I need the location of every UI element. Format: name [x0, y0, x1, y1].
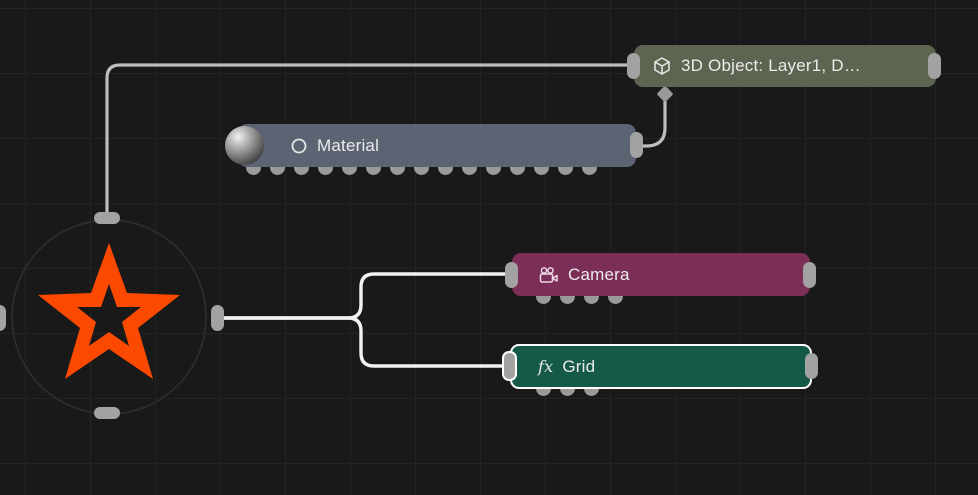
logo-port-top[interactable]	[94, 212, 120, 224]
fx-icon: fx	[538, 357, 554, 376]
node-label: 3D Object: Layer1, D…	[681, 56, 861, 75]
node-label: Camera	[568, 264, 630, 284]
node-3d-object[interactable]: 3D Object: Layer1, D…	[634, 45, 936, 87]
wire-logo-to-grid[interactable]	[222, 316, 508, 368]
material-output-port[interactable]	[630, 132, 643, 158]
video-camera-icon	[538, 265, 559, 285]
object3d-input-port[interactable]	[627, 53, 640, 79]
node-material[interactable]: Material	[238, 124, 636, 167]
wire-logo-to-object3d[interactable]	[105, 63, 631, 223]
logo-port-right[interactable]	[211, 305, 224, 331]
logo-port-bottom[interactable]	[94, 407, 120, 419]
object3d-output-port[interactable]	[928, 53, 941, 79]
node-label: Material	[317, 135, 380, 155]
grid-input-port[interactable]	[502, 351, 517, 381]
camera-input-port[interactable]	[505, 262, 518, 288]
circle-icon	[290, 137, 308, 155]
camera-output-port[interactable]	[803, 262, 816, 288]
cube-icon	[652, 56, 672, 76]
node-camera[interactable]: Camera	[512, 253, 810, 296]
material-preview-sphere[interactable]	[225, 126, 264, 165]
grid-output-port[interactable]	[805, 353, 818, 379]
wire-material-to-object3d[interactable]	[636, 96, 667, 148]
star-logo-icon[interactable]	[29, 238, 189, 398]
node-label: Grid	[562, 356, 596, 376]
logo-port-left[interactable]	[0, 305, 6, 331]
node-grid[interactable]: fx Grid	[510, 344, 812, 389]
wire-logo-to-camera[interactable]	[222, 272, 510, 320]
